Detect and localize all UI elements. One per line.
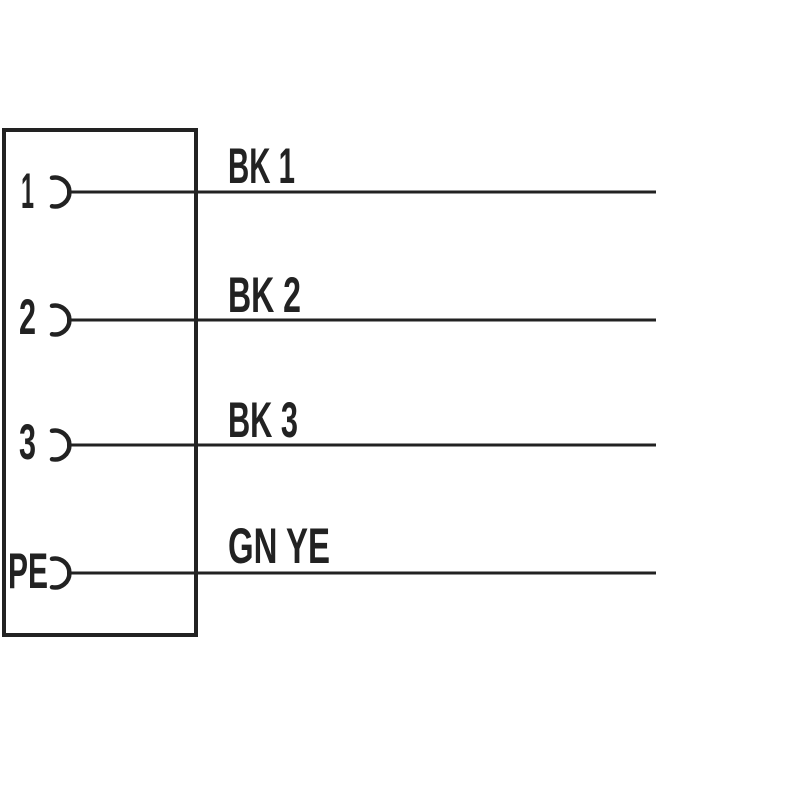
pin-row-1: 1 BK 1 — [21, 138, 656, 219]
pin-row-2: 2 BK 2 — [19, 267, 656, 345]
socket-contact-icon — [49, 303, 72, 337]
wire-color-label: BK 1 — [228, 138, 295, 194]
connector-body-outline — [2, 128, 198, 637]
pin-row-pe: PE GN YE — [8, 518, 656, 599]
socket-contact-icon — [49, 556, 72, 590]
socket-contact-icon — [49, 428, 72, 462]
pin-number-label: 3 — [19, 414, 36, 470]
socket-contact-icon — [49, 175, 72, 209]
pin-row-3: 3 BK 3 — [19, 392, 656, 470]
wire-color-label: BK 2 — [228, 267, 301, 323]
pin-number-label: 1 — [21, 163, 34, 219]
wire-color-label: GN YE — [228, 518, 330, 574]
pin-number-label: PE — [8, 543, 48, 599]
wire-color-label: BK 3 — [228, 392, 298, 448]
pin-number-label: 2 — [19, 289, 36, 345]
